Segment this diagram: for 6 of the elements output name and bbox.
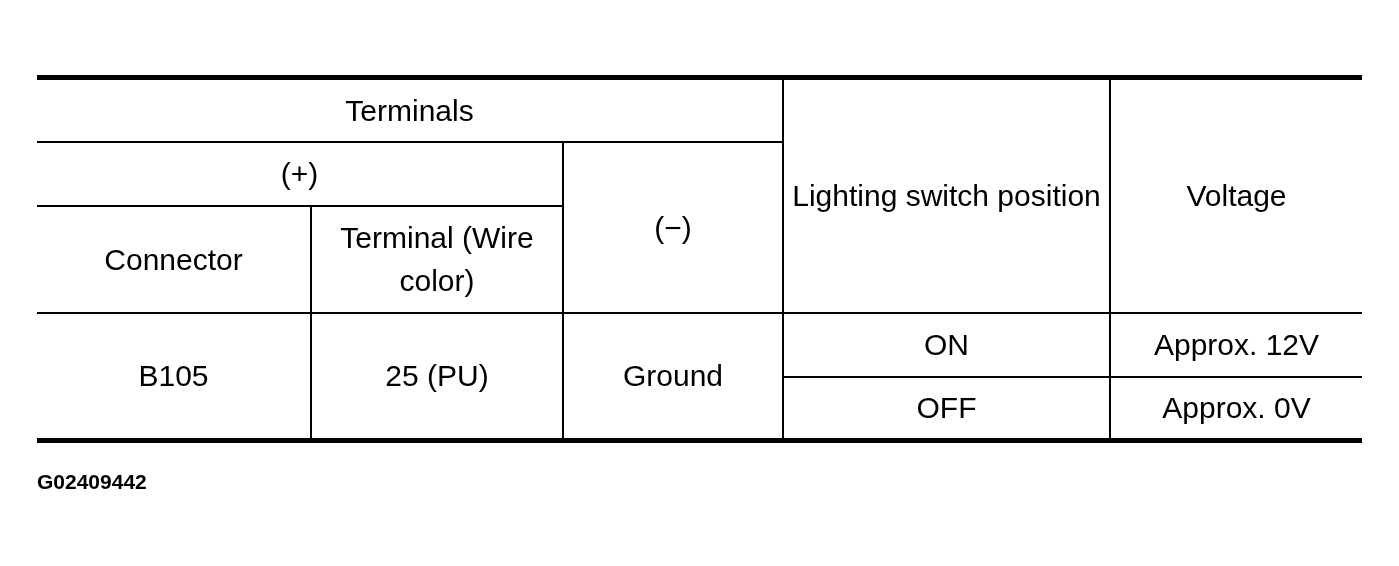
column-header: Terminals (37, 77, 783, 142)
column-header: Lighting switch position (783, 77, 1110, 313)
figure-code: G02409442 (37, 470, 147, 494)
column-header: Connector (37, 205, 311, 313)
column-header: (+) (37, 141, 563, 206)
table-data: ON (783, 312, 1110, 377)
